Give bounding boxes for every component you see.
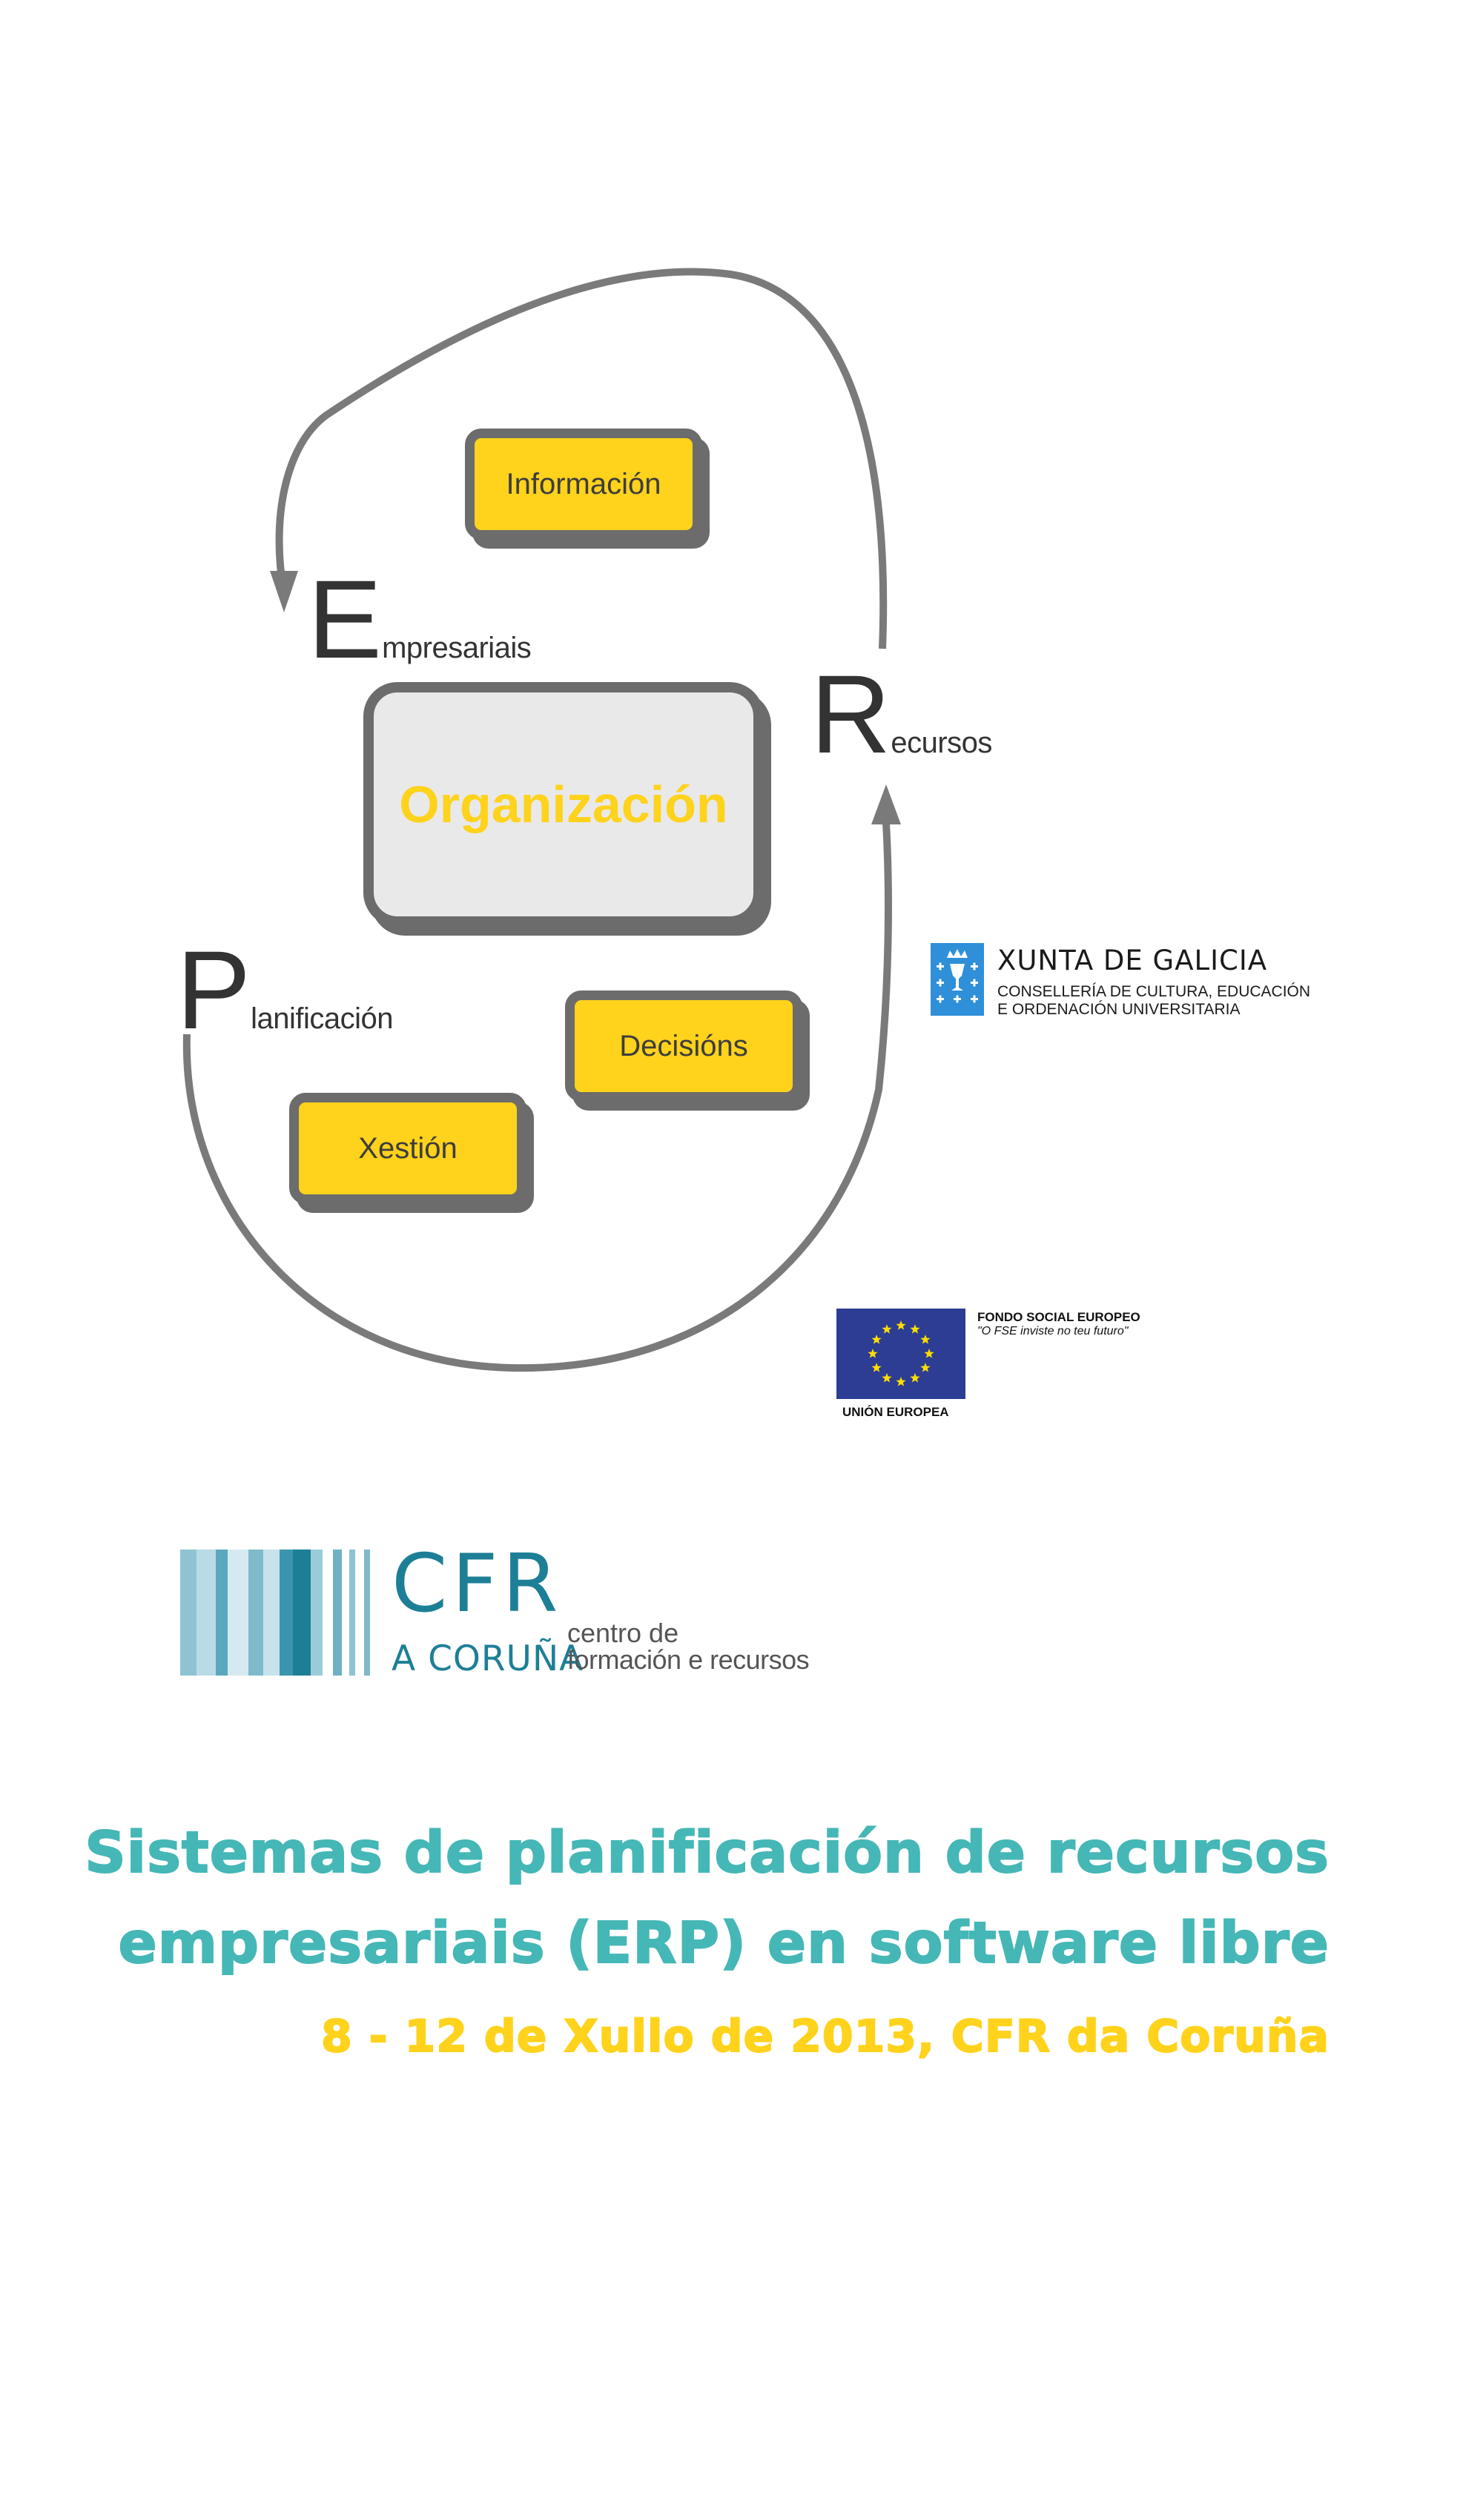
- course-title-line1: Sistemas de planificación de recursos: [84, 1819, 1330, 1887]
- empresariais-rest: mpresariais: [382, 632, 532, 664]
- recursos-label: Recursos: [810, 658, 992, 770]
- cycle-arrows: [182, 268, 901, 1372]
- arrowhead-recursos: [871, 784, 901, 824]
- eu-flag-icon: [836, 1309, 965, 1399]
- eu-star: [871, 1335, 882, 1344]
- eu-star: [868, 1349, 878, 1358]
- xunta-department-line1: CONSELLERÍA DE CULTURA, EDUCACIÓN: [997, 983, 1311, 1000]
- planificacion-initial: P: [176, 927, 251, 1052]
- eu-logo: UNIÓN EUROPEA FONDO SOCIAL EUROPEO "O FS…: [836, 1309, 1178, 1420]
- decisions-box: Decisións: [565, 991, 802, 1102]
- informacion-label: Información: [506, 467, 661, 500]
- eu-star: [882, 1372, 892, 1383]
- galicia-emblem-icon: [931, 943, 984, 1016]
- eu-star: [896, 1377, 906, 1386]
- xestion-label: Xestión: [358, 1131, 458, 1165]
- xunta-department-line2: E ORDENACIÓN UNIVERSITARIA: [997, 1001, 1241, 1018]
- xunta-logo: XUNTA DE GALICIA CONSELLERÍA DE CULTURA,…: [931, 943, 1346, 1018]
- recursos-initial: R: [810, 652, 891, 776]
- empresariais-initial: E: [308, 557, 383, 681]
- decisions-label: Decisións: [619, 1029, 748, 1062]
- recursos-rest: ecursos: [891, 727, 992, 759]
- arrow-planificacion-to-recursos: [182, 822, 892, 1372]
- course-date-location: 8 - 12 de Xullo de 2013, CFR da Coruña: [320, 2010, 1330, 2063]
- eu-star: [882, 1324, 892, 1334]
- empresariais-label: Empresariais: [308, 563, 532, 675]
- course-title-line2: empresariais (ERP) en software libre: [117, 1910, 1330, 1977]
- cfr-tagline-line2: formación e recursos: [567, 1644, 810, 1675]
- planificacion-label: Planificación: [176, 934, 393, 1045]
- cfr-letters: CFR: [392, 1538, 563, 1630]
- arrow-recursos-to-empresariais: [275, 268, 888, 649]
- eu-star: [910, 1372, 920, 1383]
- xestion-box: Xestión: [289, 1093, 526, 1204]
- organizacion-label: Organización: [399, 775, 728, 833]
- planificacion-rest: lanificación: [251, 1002, 393, 1035]
- xunta-flag-icon: [931, 943, 984, 1016]
- eu-star: [920, 1335, 931, 1344]
- eu-star: [896, 1320, 906, 1330]
- informacion-box: Información: [465, 429, 702, 540]
- eu-fund-name: FONDO SOCIAL EUROPEO: [977, 1310, 1140, 1324]
- cfr-tagline-line1: centro de: [567, 1618, 679, 1648]
- eu-stars-icon: [868, 1320, 934, 1386]
- eu-fund-motto: "O FSE inviste no teu futuro": [977, 1325, 1129, 1337]
- organizacion-box: Organización: [363, 682, 764, 927]
- xunta-name: XUNTA DE GALICIA: [997, 945, 1268, 976]
- eu-label: UNIÓN EUROPEA: [842, 1405, 949, 1419]
- eu-star: [871, 1363, 882, 1372]
- arrowhead-empresariais: [270, 571, 298, 612]
- erp-diagram: Información Organización Decisións Xesti…: [176, 268, 992, 1372]
- eu-star: [920, 1363, 931, 1372]
- eu-star: [910, 1324, 920, 1334]
- cfr-logo: CFR A CORUÑA centro de formación e recur…: [180, 1538, 848, 1698]
- cfr-city: A CORUÑA: [392, 1638, 584, 1679]
- eu-star: [924, 1349, 934, 1358]
